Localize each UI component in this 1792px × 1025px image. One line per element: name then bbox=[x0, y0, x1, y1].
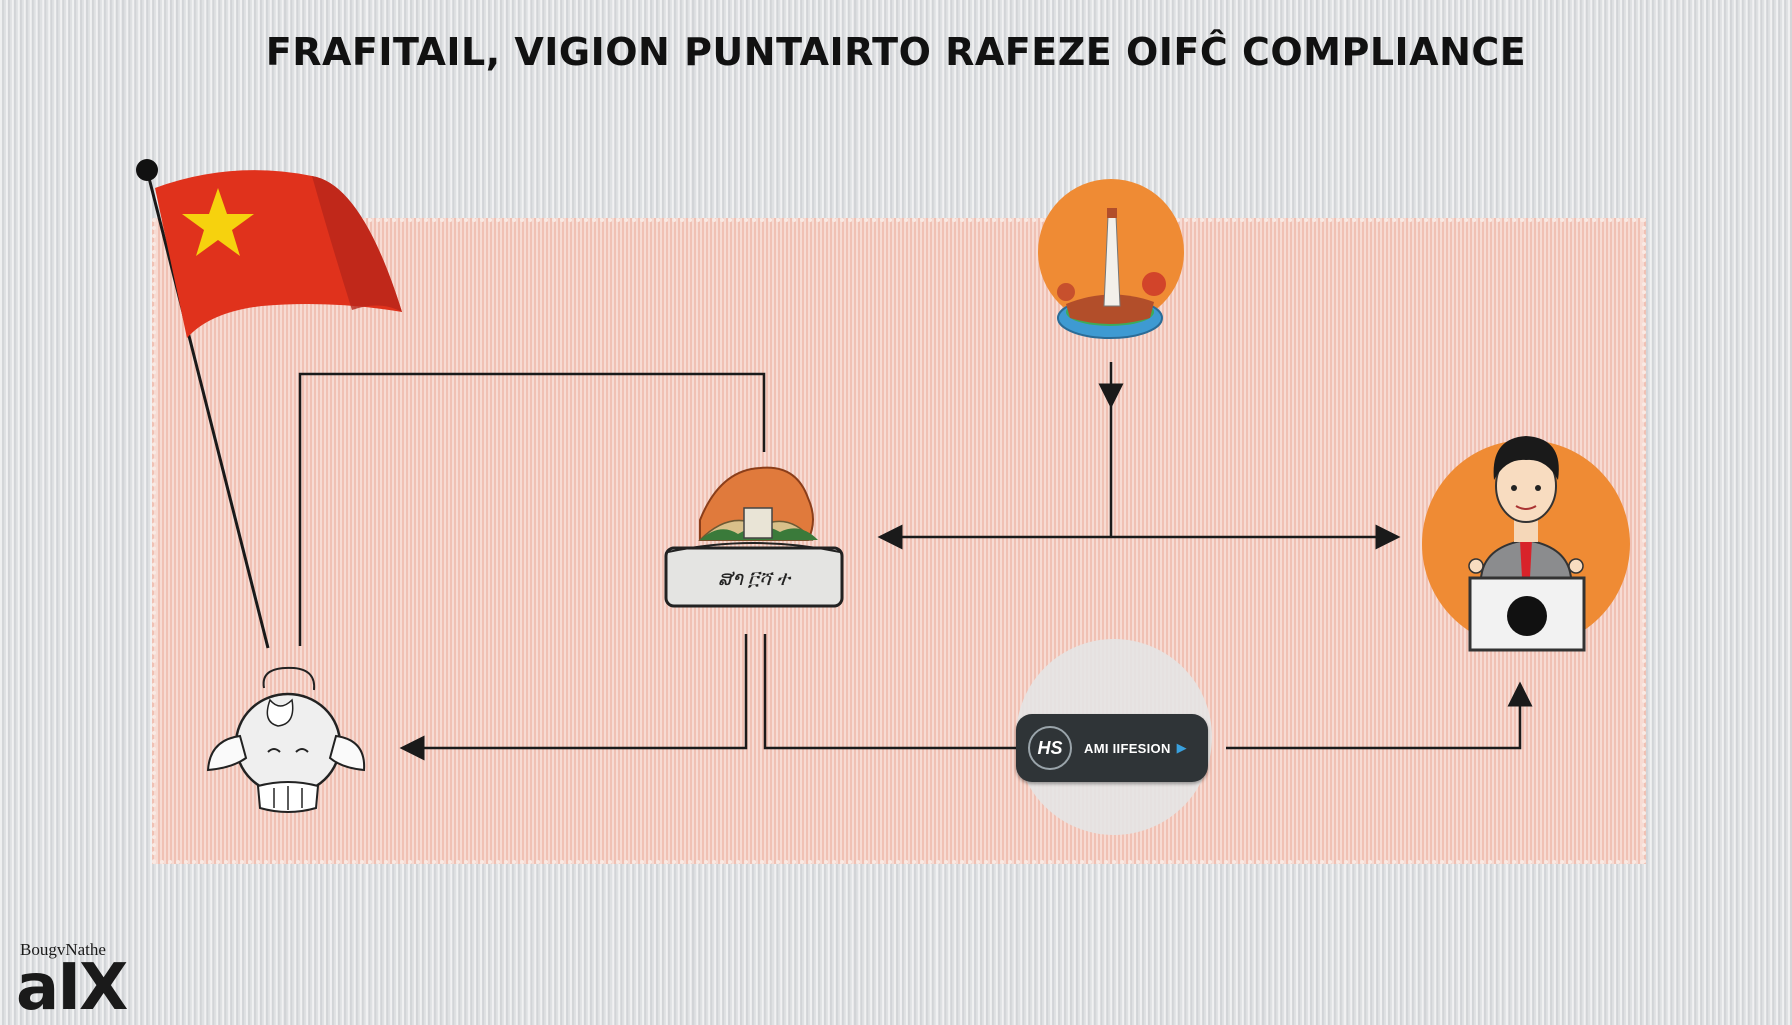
landmark-icon bbox=[1038, 179, 1184, 339]
process-button-label: AMI IIFESION bbox=[1084, 740, 1171, 756]
connector-button-to-presenter bbox=[1226, 681, 1533, 750]
brand-logo: BougvNathe aIX bbox=[16, 940, 128, 1025]
connector-lines bbox=[298, 362, 1533, 761]
book-icon bbox=[664, 466, 844, 608]
play-icon: ▶ bbox=[1176, 740, 1187, 755]
connector-book-to-mascot bbox=[399, 634, 748, 761]
connector-mascot-to-book bbox=[298, 372, 766, 646]
process-button[interactable]: HS AMI IIFESION ▶ bbox=[1016, 714, 1208, 782]
connector-book-to-button bbox=[763, 634, 1016, 750]
brand-big-text: aIX bbox=[16, 951, 128, 1025]
presenter-icon bbox=[1422, 436, 1630, 652]
brand-small-text: BougvNathe bbox=[20, 940, 106, 959]
book-label: ສາ ፫ሻ ተ bbox=[718, 568, 790, 590]
mascot-icon bbox=[206, 666, 366, 813]
hs-badge-icon: HS bbox=[1028, 726, 1072, 770]
page-title: FRAFITAIL, VIGION PUNTAIRTO RAFEZE OIFĈ … bbox=[265, 30, 1527, 74]
flag-icon bbox=[136, 159, 402, 649]
